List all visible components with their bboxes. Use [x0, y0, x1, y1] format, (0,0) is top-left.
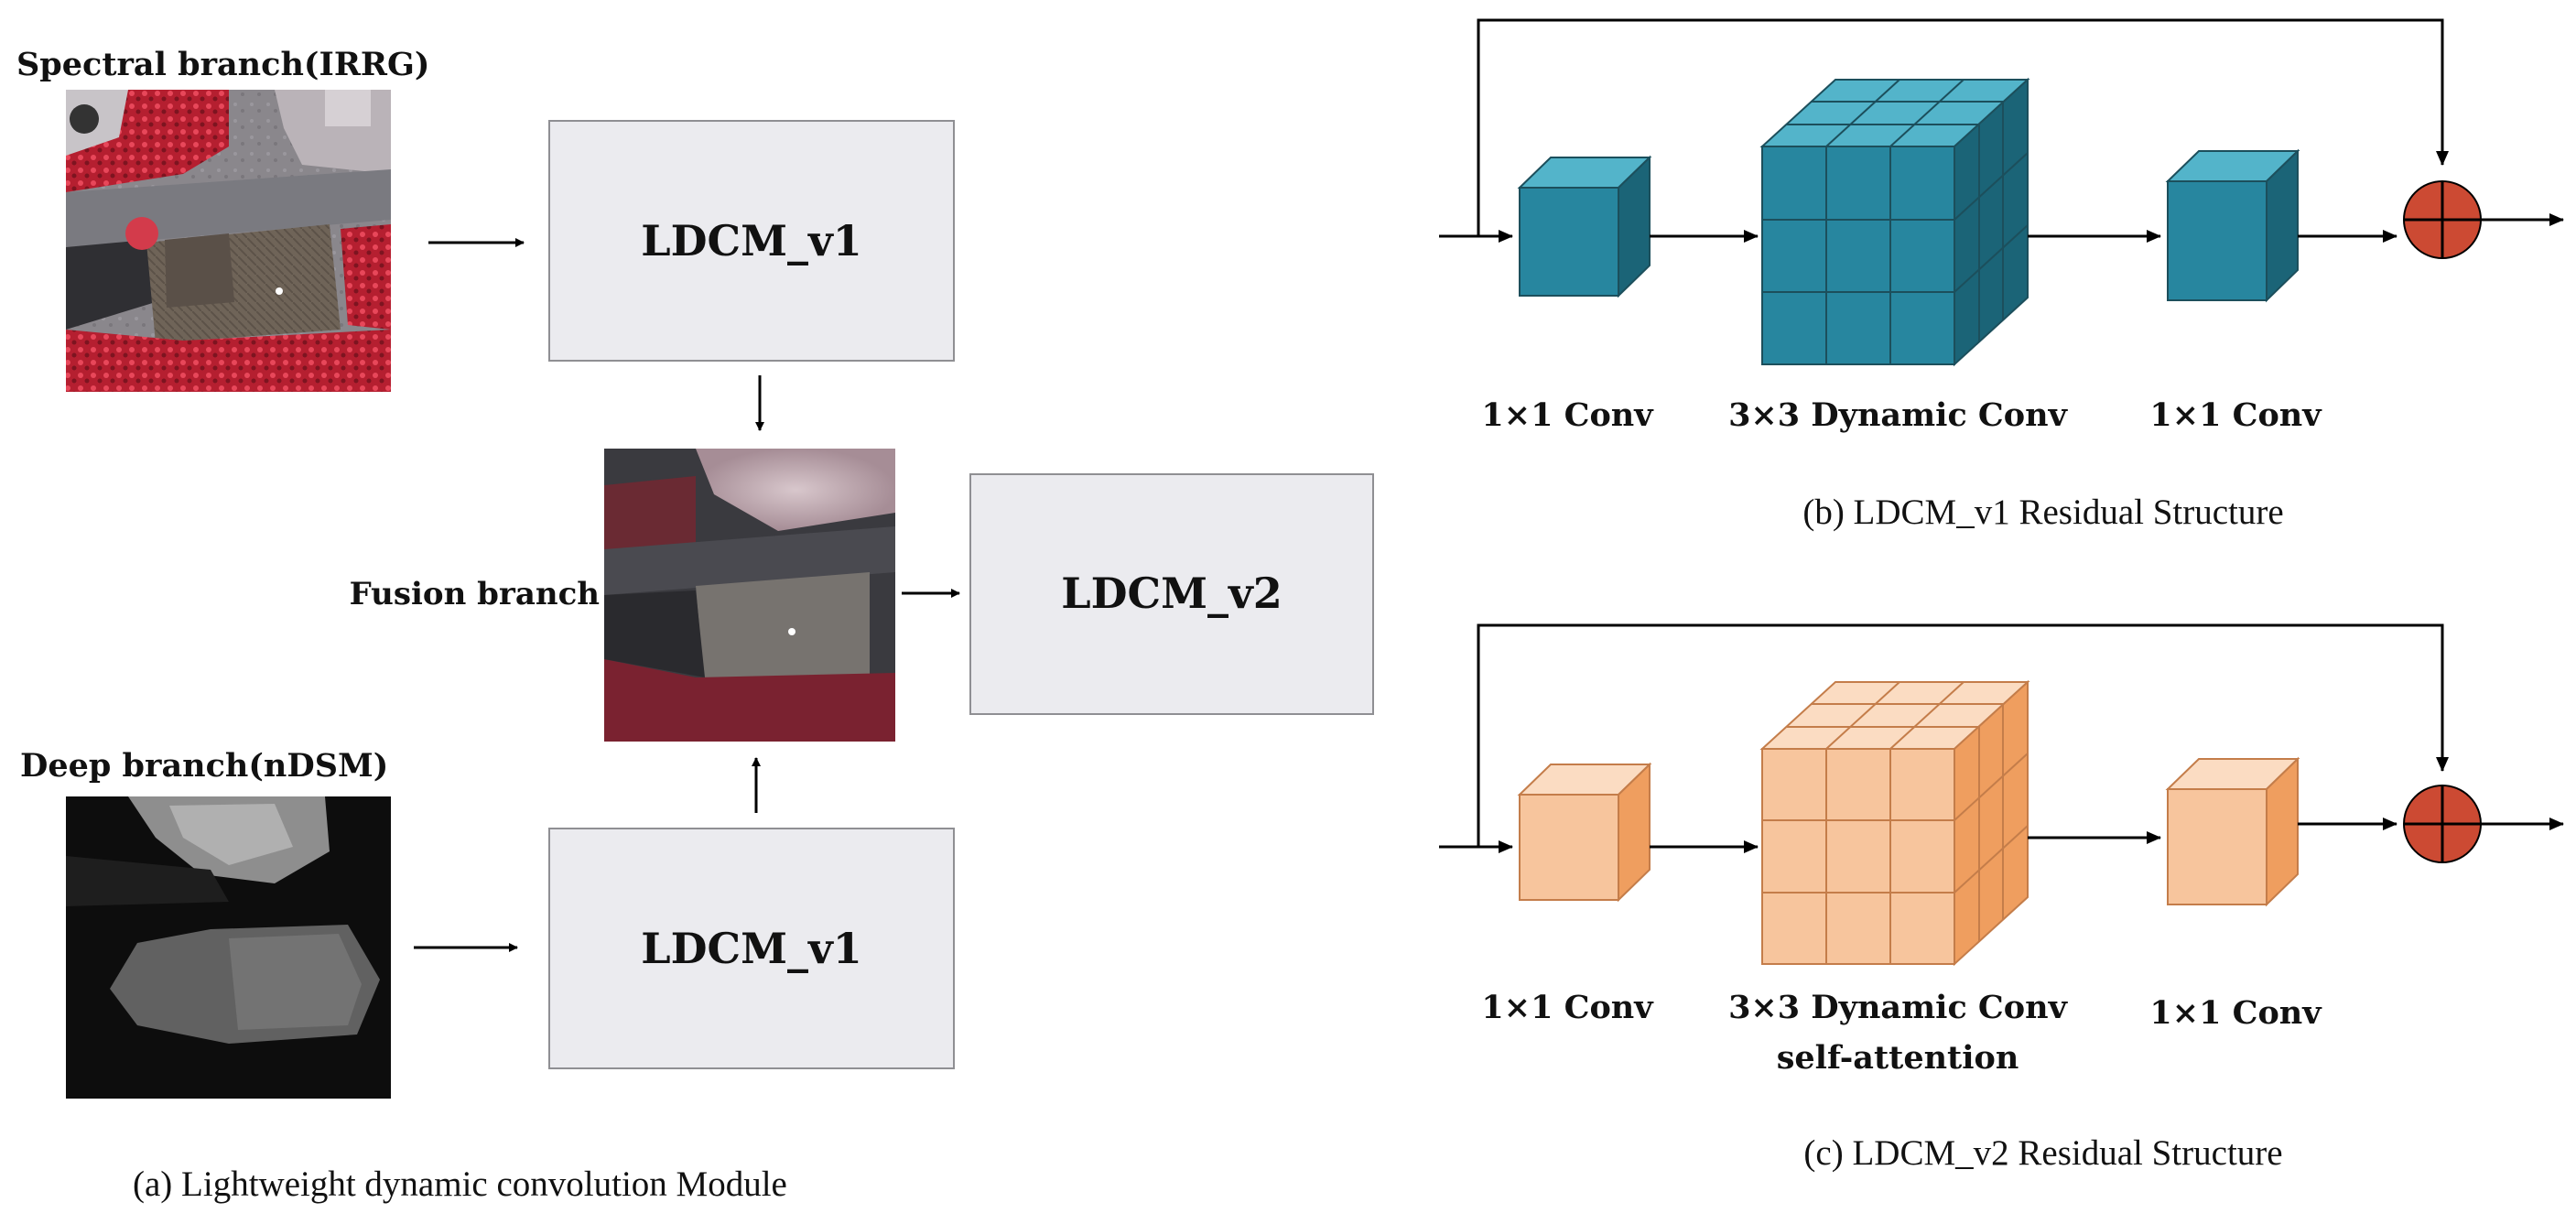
- deep-image: [66, 796, 391, 1099]
- ldcm-v1-bottom-box: [548, 828, 955, 1069]
- label-b-conv3: 1×1 Conv: [2149, 396, 2322, 434]
- ldcm-v1-top-label: LDCM_v1: [641, 216, 862, 265]
- label-c-conv1: 1×1 Conv: [1481, 989, 1654, 1026]
- caption-c: (c) LDCM_v2 Residual Structure: [1803, 1133, 2282, 1173]
- ldcm-v2-label: LDCM_v2: [1061, 569, 1283, 618]
- dynamic-conv-cube-c: [1759, 679, 2030, 967]
- label-b-conv1: 1×1 Conv: [1481, 396, 1654, 434]
- conv-cube-b3: [2165, 148, 2300, 303]
- residual-structure-v1: [1439, 18, 2564, 367]
- residual-structure-v2: [1439, 623, 2564, 967]
- caption-a: (a) Lightweight dynamic convolution Modu…: [133, 1164, 787, 1204]
- label-c-dynamic: 3×3 Dynamic Conv: [1728, 989, 2069, 1026]
- add-node-c: [2403, 785, 2482, 863]
- ldcm-v2-box: [969, 473, 1374, 715]
- conv-cube-c1: [1517, 762, 1652, 903]
- conv-cube-b1: [1517, 155, 1652, 298]
- fusion-branch-label: Fusion branch: [350, 576, 600, 612]
- caption-b: (b) LDCM_v1 Residual Structure: [1802, 493, 2283, 532]
- spectral-branch-label: Spectral branch(IRRG): [16, 46, 429, 83]
- label-c-self-attention: self-attention: [1777, 1039, 2019, 1077]
- fusion-image: [604, 449, 895, 742]
- spectral-image: [66, 90, 391, 392]
- ldcm-v1-top-box: [548, 120, 955, 362]
- dynamic-conv-cube-b: [1759, 77, 2030, 367]
- conv-cube-c3: [2165, 756, 2300, 907]
- label-c-conv3: 1×1 Conv: [2149, 994, 2322, 1032]
- ldcm-v1-bottom-label: LDCM_v1: [641, 924, 862, 973]
- deep-branch-label: Deep branch(nDSM): [20, 747, 388, 785]
- add-node-b: [2403, 180, 2482, 259]
- label-b-dynamic: 3×3 Dynamic Conv: [1728, 396, 2069, 434]
